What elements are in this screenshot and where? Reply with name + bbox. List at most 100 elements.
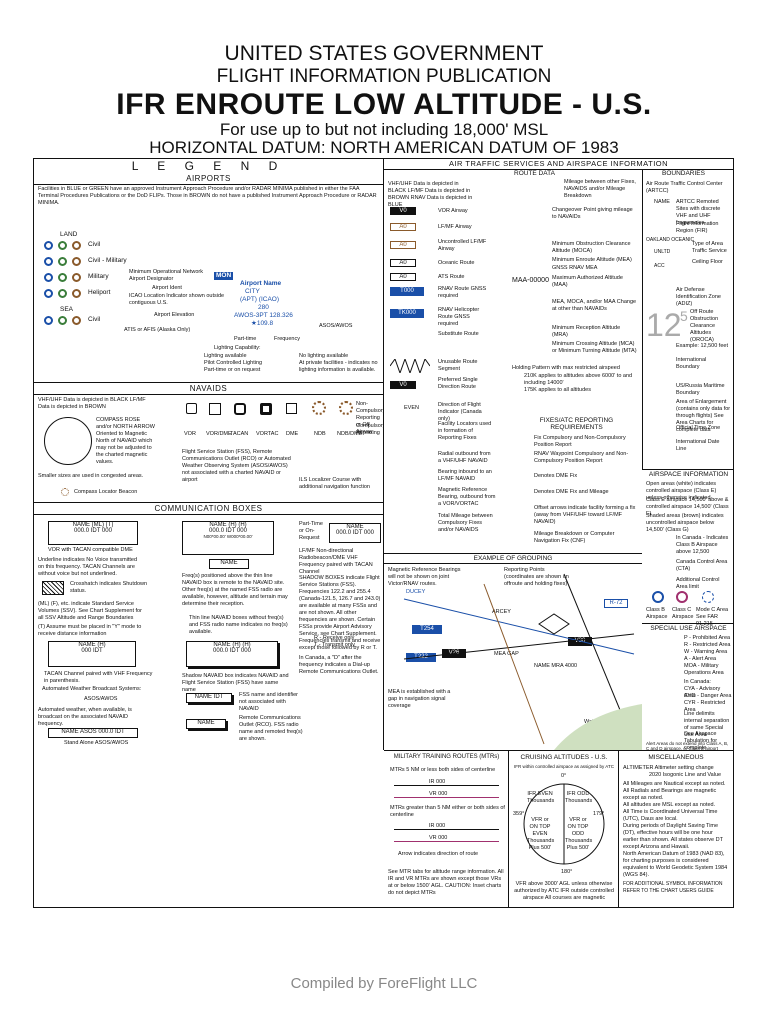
civil-blue-symbol — [44, 241, 53, 250]
type-area-label: Type of Area Traffic Service — [692, 241, 727, 254]
route-a0-uncontrolled-badge: A0 — [390, 241, 416, 249]
maa-value: MAA-00000 — [512, 277, 549, 284]
sua-1: R - Restricted Area — [684, 642, 731, 648]
shadow-nav-note: Shadow NAVAID box indicates NAVAID and F… — [182, 673, 289, 693]
land-label: LAND — [60, 231, 78, 238]
misc-item-1: All Radials and Bearings are magnetic ex… — [623, 788, 717, 801]
civil-brown-symbol — [72, 241, 81, 250]
us-russia-label: US/Russia Maritime Boundary — [676, 383, 725, 396]
misc-item-0: All Mileages are Nautical except as note… — [623, 781, 726, 787]
route-data-title: ROUTE DATA — [514, 170, 555, 177]
ifr-even: IFR EVEN Thousands — [527, 791, 555, 804]
fss-description: Flight Service Station (FSS), Remote Com… — [182, 449, 291, 483]
ifr-odd: IFR ODD Thousands — [565, 791, 593, 804]
route-preferred: Preferred Single Direction Route — [438, 377, 478, 390]
mea-label: Minimum Enroute Altitude (MEA) — [552, 257, 632, 263]
sua-0: P - Prohibited Area — [684, 635, 731, 641]
boundary-name: NAME — [654, 199, 670, 205]
mtr-line2: MTRs greater than 5 NM either or both si… — [390, 805, 505, 818]
comm-box-ml-name: NAME (ML) (T) — [72, 522, 114, 528]
t-note: (T) Assume must be placed in "Y" mode to… — [38, 624, 142, 637]
sua-10: See Airspace Tabulation for complete inf… — [684, 731, 718, 750]
auto-weather-label: Automated Weather Broadcast Systems: — [42, 686, 142, 692]
compass-rose-label: COMPASS ROSE and/or NORTH ARROW Oriented… — [96, 417, 155, 465]
grouping-title: EXAMPLE OF GROUPING — [473, 555, 553, 562]
oroca-label: Off Route Obstruction Clearance Altitude… — [690, 309, 719, 343]
vfr-odd: VFR or ON TOP ODD Thousands Plus 500' — [565, 817, 593, 851]
navaid-type-tacan: TACAN — [230, 431, 249, 437]
mtr-title: MILITARY TRAINING ROUTES (MTRs) — [393, 754, 500, 760]
class-b-label: Class B Airspace — [646, 607, 668, 620]
civil-label: Civil — [88, 241, 101, 248]
lighting-4: At private facilities - indicates no lig… — [299, 360, 378, 373]
header-line2: FLIGHT INFORMATION PUBLICATION — [216, 66, 552, 87]
cruising-circle — [523, 783, 605, 865]
dme-icon — [286, 403, 297, 414]
grouping-diagram — [403, 573, 642, 750]
legend-panel: L E G E N D AIRPORTS Facilities in BLUE … — [34, 159, 384, 750]
civil-military-brown-symbol — [72, 257, 81, 266]
misc-item-2: All altitudes are MSL except as noted. — [623, 802, 716, 808]
compass-locator-icon — [61, 488, 69, 496]
vor-icon — [186, 403, 197, 414]
shadow-note: SHADOW BOXES indicate Flight Service Sta… — [299, 575, 381, 651]
navaids-panel: NAVAIDS VHF/UHF Data is depicted in BLAC… — [34, 383, 383, 503]
airport-city: CITY — [245, 288, 260, 295]
artcc-remote-label: ARTCC Remoted Sites with discrete VHF an… — [676, 199, 721, 226]
military-blue-symbol — [44, 273, 53, 282]
fixes-title: FIXES/ATC REPORTING REQUIREMENTS — [539, 417, 614, 431]
name-idt-box: NAME IDT — [186, 693, 232, 703]
atis-label: ATIS or AFIS (Alaska Only) — [124, 327, 191, 333]
grouping-r72: R-72 — [604, 599, 628, 608]
control-area-label: Canada Control Area (CTA) — [676, 559, 728, 572]
airport-ident-label: Airport Ident — [152, 285, 182, 291]
rco-note: Remote Communications Outlet (RCO). FSS … — [239, 715, 303, 742]
oroca-big: 12 — [646, 307, 682, 343]
header-line1: UNITED STATES GOVERNMENT — [224, 42, 544, 65]
sua-3: A - Alert Area — [684, 656, 717, 662]
route-uncontrolled: Uncontrolled LF/MF Airway — [438, 239, 487, 252]
mode-c-icon — [702, 591, 714, 603]
cruising-subtitle: IFR within controlled airspace as assign… — [514, 764, 614, 769]
mileage-label: Mileage between other Fixes, NAVAIDS and… — [564, 179, 636, 199]
lighting-2: Part-time or on request — [204, 367, 261, 373]
lighting-3: No lighting available — [299, 353, 349, 359]
route-rnav-heli: RNAV Helicopter Route GNSS required — [438, 307, 480, 327]
freq-shown-note: Freq(s) positioned above the thin line N… — [182, 573, 288, 607]
r-note: R - Receive only — [314, 635, 355, 641]
adiz-label: Air Defense Identification Zone (ADIZ) — [676, 287, 721, 307]
navaids-intro: VHF/UHF Data is depicted in BLACK LF/MF … — [38, 397, 146, 410]
acc-label: ACC — [654, 263, 665, 269]
navaid-type-vortac: VORTAC — [256, 431, 279, 437]
tacan-paired-label: TACAN Channel paired with VHF Frequency … — [44, 671, 153, 684]
even-label: EVEN — [404, 405, 419, 411]
misc-title: MISCELLANEOUS — [648, 754, 704, 761]
sea-label: SEA — [60, 306, 74, 313]
shadow-nav-box: NAME (H) (H) 000.0 IDT 000 — [186, 641, 278, 667]
comm-boxes-panel: COMMUNICATION BOXES NAME (ML) (T) 000.0 … — [34, 503, 383, 750]
military-green-symbol — [58, 273, 67, 282]
airports-panel: AIRPORTS Facilities in BLUE or GREEN hav… — [34, 173, 383, 383]
route-oceanic-badge: A0 — [390, 259, 416, 267]
sea-green-symbol — [58, 316, 67, 325]
ceiling-label: Ceiling Floor — [692, 259, 723, 265]
denotes-dme-mileage: Denotes DME Fix and Mileage — [534, 489, 609, 495]
navaid-type-ndb-dme: NDB/DME — [337, 431, 363, 437]
misc-item-4: During periods of Daylight Saving Time (… — [623, 823, 723, 850]
route-vor-airway: VOR Airway — [438, 208, 468, 214]
artcc-label: Air Route Traffic Control Center (ARTCC) — [646, 181, 723, 194]
cruising-title: CRUISING ALTITUDES - U.S. — [520, 754, 608, 761]
asos-awos-text: ASOS/AWOS — [84, 696, 118, 702]
canada-note: In Canada, a "D" after the frequency ind… — [299, 655, 379, 675]
cruising-note: VFR above 3000' AGL unless otherwise aut… — [514, 881, 614, 901]
holding-210: 210K applies to altitudes above 6000' to… — [524, 373, 633, 386]
rco-box: NAME — [186, 719, 226, 729]
lighting-1: Pilot Controlled Lighting — [204, 360, 263, 366]
stand-alone-box: NAME ASOS 000.0 IDT — [48, 728, 138, 738]
sua-6: CYA - Advisory Area — [684, 686, 721, 699]
underline-note: Underline indicates No Voice transmitted… — [38, 557, 138, 577]
parttime-comm-box-freq: 000.0 IDT 000 — [336, 530, 374, 536]
radial-label: Radial outbound from a VHF/UHF NAVAID — [438, 451, 491, 464]
holding-175: 175K applies to all altitudes — [524, 387, 591, 393]
comm-box-h-name: NAME (H) (H) — [209, 522, 247, 528]
